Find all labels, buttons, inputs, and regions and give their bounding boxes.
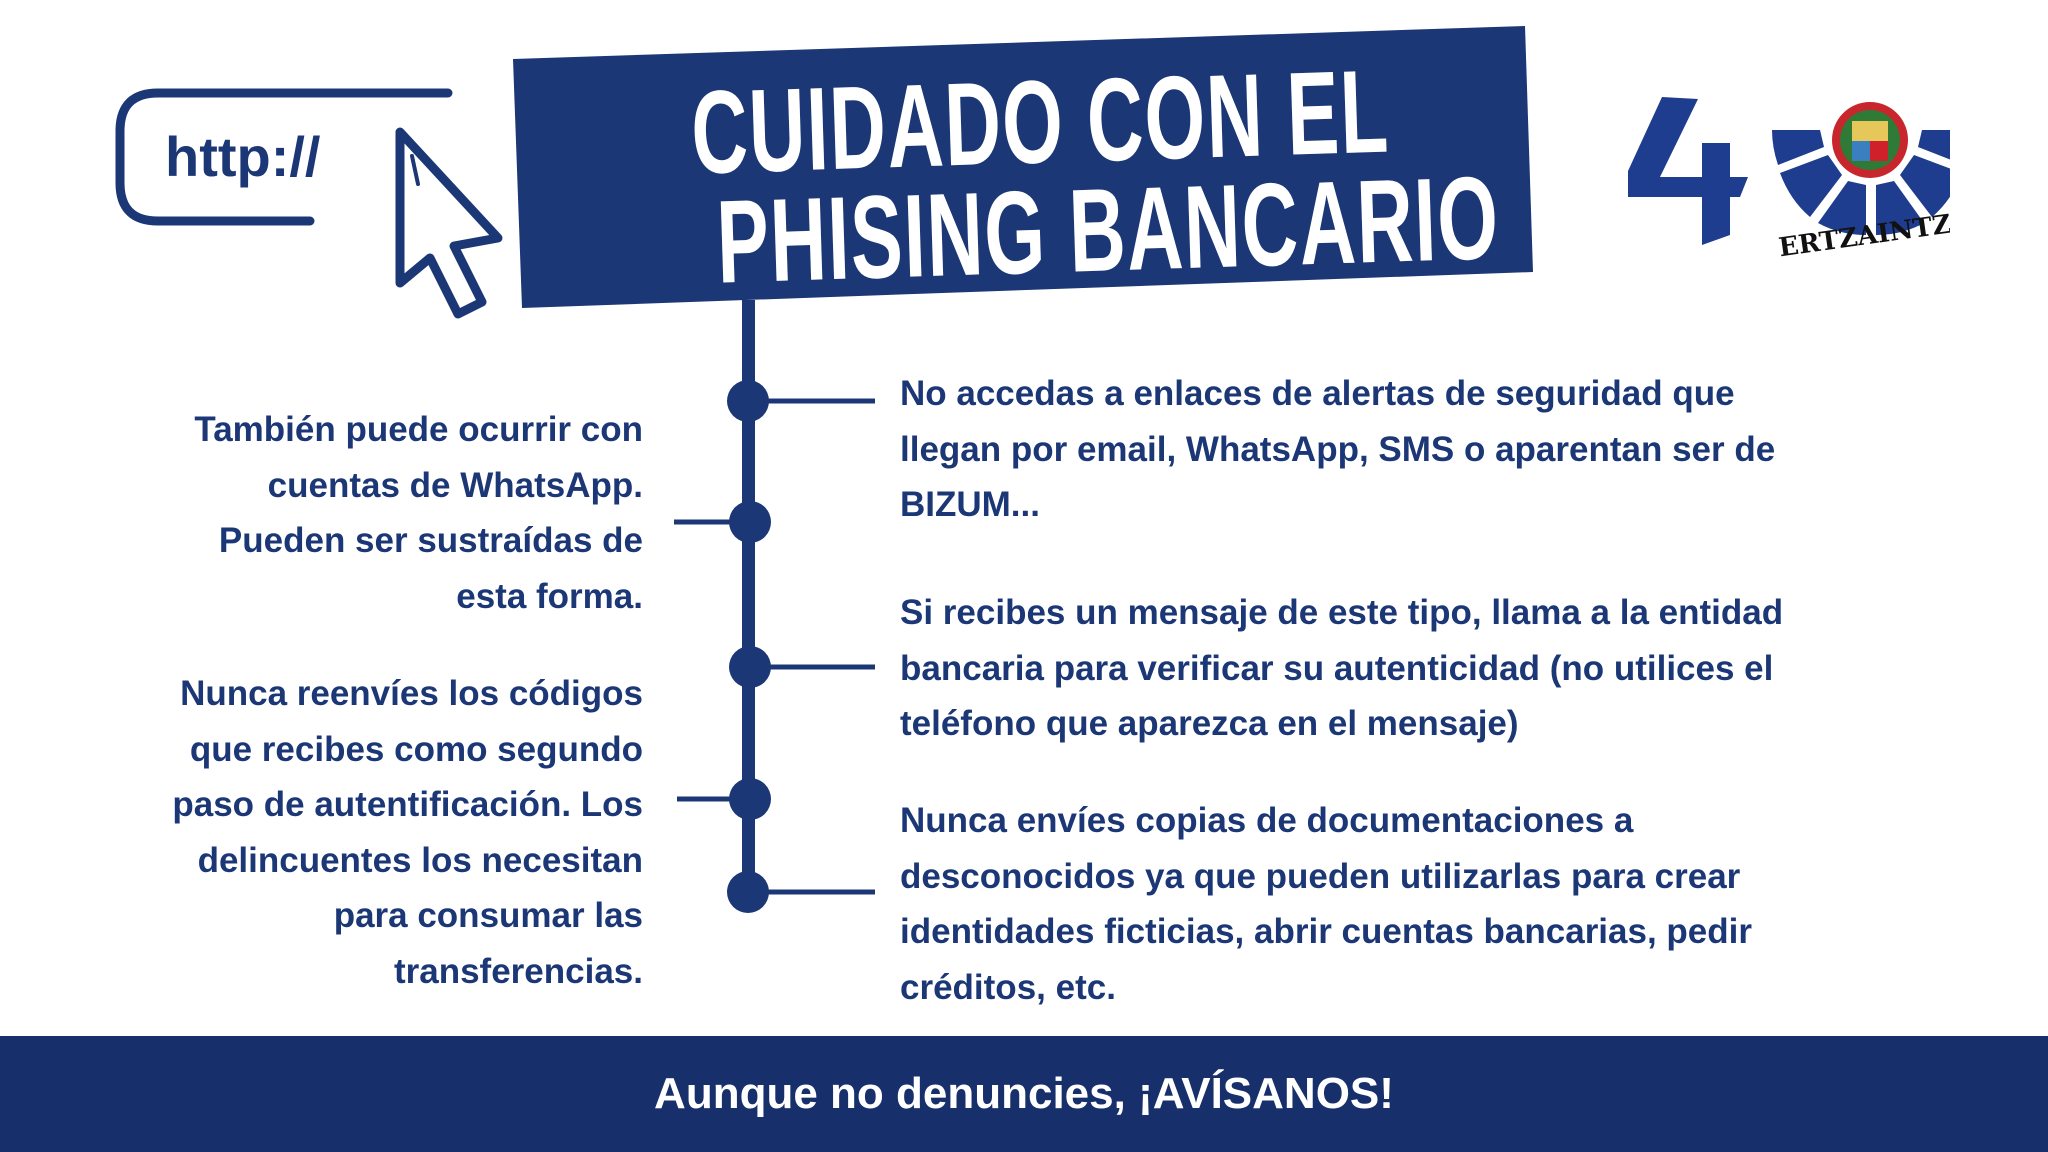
tip-line: paso de autentificación. Los <box>172 785 643 824</box>
tip-line: transferencias. <box>393 951 643 991</box>
tip-line: bancaria para verificar su autenticidad … <box>900 648 1774 688</box>
ertzaintza-logo: ERTZAINTZA <box>1628 97 1950 260</box>
tip-line: No accedas a enlaces de alertas de segur… <box>900 374 1735 413</box>
tip-line: delincuentes los necesitan <box>197 840 643 880</box>
tip-right-2: Si recibes un mensaje de este tipo, llam… <box>900 585 1783 752</box>
timeline-dot <box>729 501 771 543</box>
tip-line: Si recibes un mensaje de este tipo, llam… <box>900 593 1784 632</box>
url-cursor-icon: http:// <box>115 88 503 319</box>
footer-banner: Aunque no denuncies, ¡AVÍSANOS! <box>0 1036 2048 1152</box>
tip-line: También puede ocurrir con <box>194 410 643 449</box>
tip-line: teléfono que aparezca en el mensaje) <box>900 704 1519 743</box>
tip-line: que recibes como segundo <box>189 729 643 769</box>
timeline-dot <box>727 380 769 422</box>
tip-line: llegan por email, WhatsApp, SMS o aparen… <box>900 429 1776 469</box>
tip-left-1: También puede ocurrir con cuentas de Wha… <box>194 402 643 624</box>
timeline-dot <box>727 871 769 913</box>
tip-line: Pueden ser sustraídas de <box>218 521 643 560</box>
tip-line: créditos, etc. <box>900 967 1116 1007</box>
http-text: http:// <box>165 125 321 188</box>
footer-text: Aunque no denuncies, ¡AVÍSANOS! <box>654 1069 1394 1118</box>
timeline-dot <box>729 646 771 688</box>
tip-right-1: No accedas a enlaces de alertas de segur… <box>900 366 1775 533</box>
tip-line: Nunca reenvíes los códigos <box>180 674 643 713</box>
timeline-dot <box>729 778 771 820</box>
tip-left-2: Nunca reenvíes los códigos que recibes c… <box>172 666 643 999</box>
tip-line: para consumar las <box>333 896 643 935</box>
tip-right-3: Nunca envíes copias de documentaciones a… <box>900 793 1752 1015</box>
title-banner <box>513 26 1533 308</box>
tip-line: desconocidos ya que pueden utilizarlas p… <box>900 856 1741 896</box>
tip-line: identidades ficticias, abrir cuentas ban… <box>900 912 1752 951</box>
tip-line: BIZUM... <box>900 485 1040 524</box>
tip-line: Nunca envíes copias de documentaciones a <box>900 801 1634 840</box>
tip-line: esta forma. <box>456 576 643 616</box>
tip-line: cuentas de WhatsApp. <box>267 465 643 505</box>
